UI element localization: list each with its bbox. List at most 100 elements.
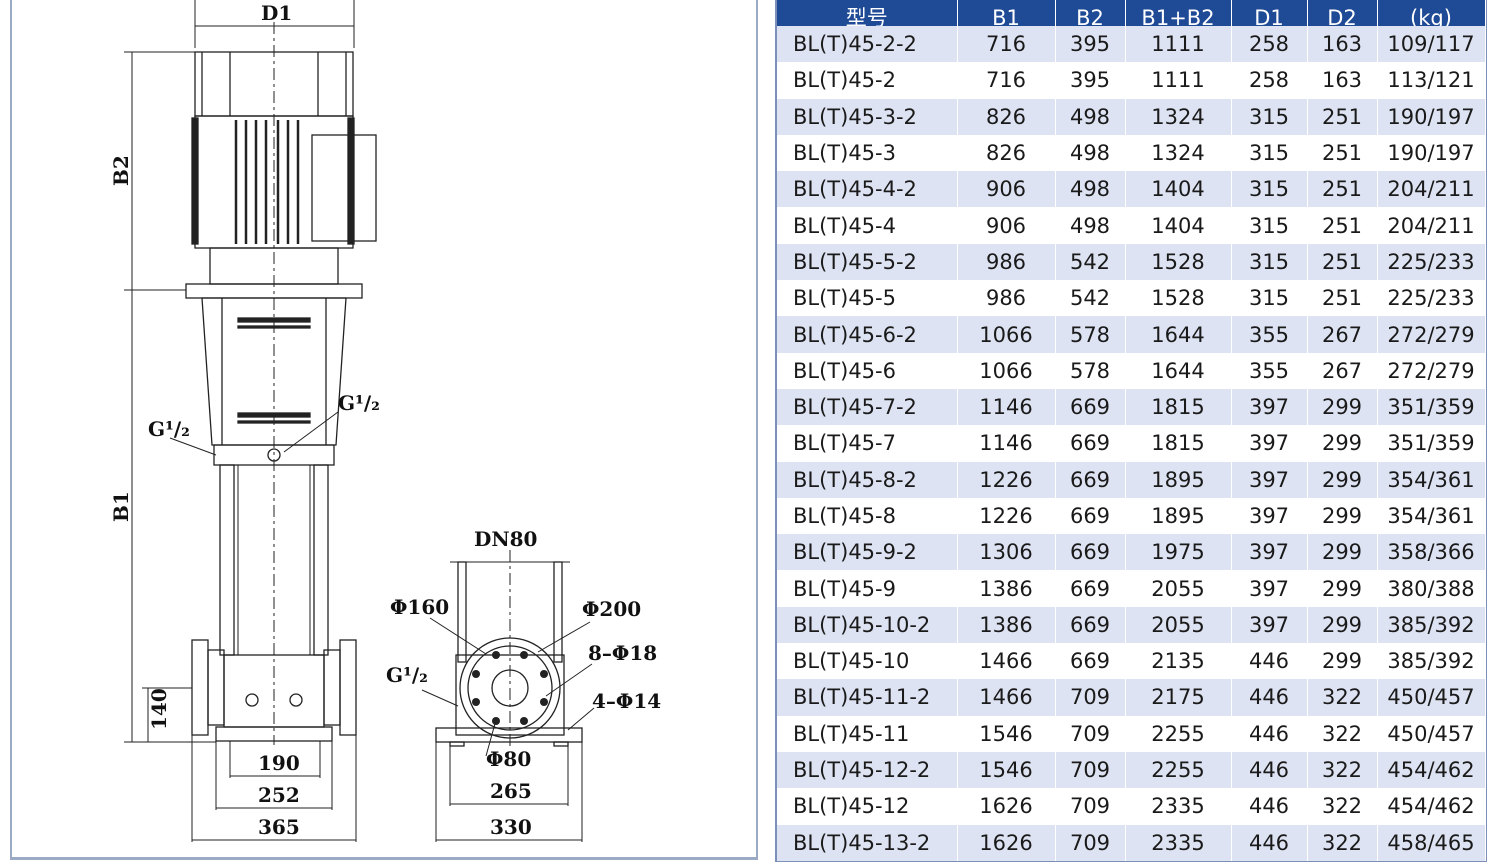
cell-d2: 267 (1307, 352, 1378, 389)
cell-d1: 315 (1231, 134, 1308, 172)
cell-b1b2: 1404 (1125, 207, 1232, 244)
cell-model: BL(T)45-5-2 (777, 243, 958, 281)
cell-b1: 716 (957, 26, 1056, 63)
cell-b1: 1386 (957, 606, 1056, 644)
col-header-weight: (kg) (1377, 0, 1486, 26)
cell-b2: 542 (1055, 280, 1126, 317)
label-port-left: G¹/₂ (148, 417, 190, 441)
label-phi80: Φ80 (486, 747, 531, 771)
table-header-row: 型号 B1 B2 B1+B2 D1 D2 (kg) (777, 0, 1486, 26)
cell-b1: 1226 (957, 497, 1056, 535)
cell-b2: 669 (1055, 643, 1126, 680)
cell-model: BL(T)45-3 (777, 134, 958, 172)
col-header-b1: B1 (957, 0, 1056, 26)
cell-b2: 709 (1055, 824, 1126, 861)
cell-model: BL(T)45-12-2 (777, 751, 958, 789)
cell-d1: 397 (1231, 388, 1308, 426)
cell-d2: 163 (1307, 26, 1378, 63)
cell-b1b2: 1111 (1125, 62, 1232, 99)
cell-model: BL(T)45-7 (777, 425, 958, 462)
cell-b1: 1226 (957, 461, 1056, 498)
cell-d1: 446 (1231, 824, 1308, 861)
cell-b1b2: 1324 (1125, 98, 1232, 135)
cell-b1: 1626 (957, 824, 1056, 861)
col-header-b2: B2 (1055, 0, 1126, 26)
cell-weight: 109/117 (1377, 26, 1486, 63)
cell-b1: 1466 (957, 643, 1056, 680)
label-side-port: G¹/₂ (386, 663, 428, 687)
cell-b2: 498 (1055, 207, 1126, 244)
cell-model: BL(T)45-2-2 (777, 26, 958, 63)
cell-b2: 669 (1055, 461, 1126, 498)
cell-d1: 397 (1231, 570, 1308, 607)
col-header-d2: D2 (1307, 0, 1378, 26)
cell-d2: 299 (1307, 425, 1378, 462)
cell-d2: 251 (1307, 134, 1378, 172)
cell-b2: 669 (1055, 425, 1126, 462)
cell-weight: 351/359 (1377, 388, 1486, 426)
cell-d1: 446 (1231, 751, 1308, 789)
label-phi200: Φ200 (582, 597, 641, 621)
pump-dimension-drawing: D1 B2 B1 G¹/₂ G¹/₂ 140 190 252 365 DN80 … (109, 0, 661, 842)
cell-b2: 709 (1055, 788, 1126, 825)
cell-b2: 578 (1055, 316, 1126, 353)
cell-model: BL(T)45-11-2 (777, 679, 958, 716)
cell-weight: 113/121 (1377, 62, 1486, 99)
drawing-panel: D1 B2 B1 G¹/₂ G¹/₂ 140 190 252 365 DN80 … (10, 0, 758, 860)
cell-d1: 355 (1231, 316, 1308, 353)
cell-d2: 322 (1307, 824, 1378, 861)
cell-model: BL(T)45-6 (777, 352, 958, 389)
cell-weight: 380/388 (1377, 570, 1486, 607)
cell-d2: 322 (1307, 788, 1378, 825)
cell-d2: 322 (1307, 751, 1378, 789)
cell-weight: 190/197 (1377, 134, 1486, 172)
cell-b2: 669 (1055, 606, 1126, 644)
cell-weight: 190/197 (1377, 98, 1486, 135)
cell-b1: 716 (957, 62, 1056, 99)
cell-b2: 498 (1055, 134, 1126, 172)
cell-weight: 358/366 (1377, 534, 1486, 571)
cell-b1b2: 1528 (1125, 243, 1232, 281)
cell-weight: 351/359 (1377, 425, 1486, 462)
cell-b1b2: 1895 (1125, 461, 1232, 498)
cell-d2: 299 (1307, 497, 1378, 535)
cell-b2: 709 (1055, 751, 1126, 789)
cell-weight: 272/279 (1377, 352, 1486, 389)
cell-weight: 272/279 (1377, 316, 1486, 353)
cell-b1b2: 2175 (1125, 679, 1232, 716)
cell-b1: 826 (957, 134, 1056, 172)
cell-b1: 1546 (957, 715, 1056, 752)
cell-weight: 225/233 (1377, 280, 1486, 317)
cell-b1b2: 2135 (1125, 643, 1232, 680)
cell-model: BL(T)45-8 (777, 497, 958, 535)
cell-b2: 395 (1055, 26, 1126, 63)
cell-d2: 163 (1307, 62, 1378, 99)
cell-d2: 251 (1307, 243, 1378, 281)
cell-d2: 299 (1307, 606, 1378, 644)
cell-d1: 446 (1231, 788, 1308, 825)
cell-b1: 1066 (957, 316, 1056, 353)
col-header-d1: D1 (1231, 0, 1308, 26)
cell-d1: 258 (1231, 62, 1308, 99)
cell-d2: 251 (1307, 207, 1378, 244)
cell-b1: 826 (957, 98, 1056, 135)
cell-b1: 906 (957, 171, 1056, 208)
cell-model: BL(T)45-8-2 (777, 461, 958, 498)
cell-d2: 299 (1307, 570, 1378, 607)
